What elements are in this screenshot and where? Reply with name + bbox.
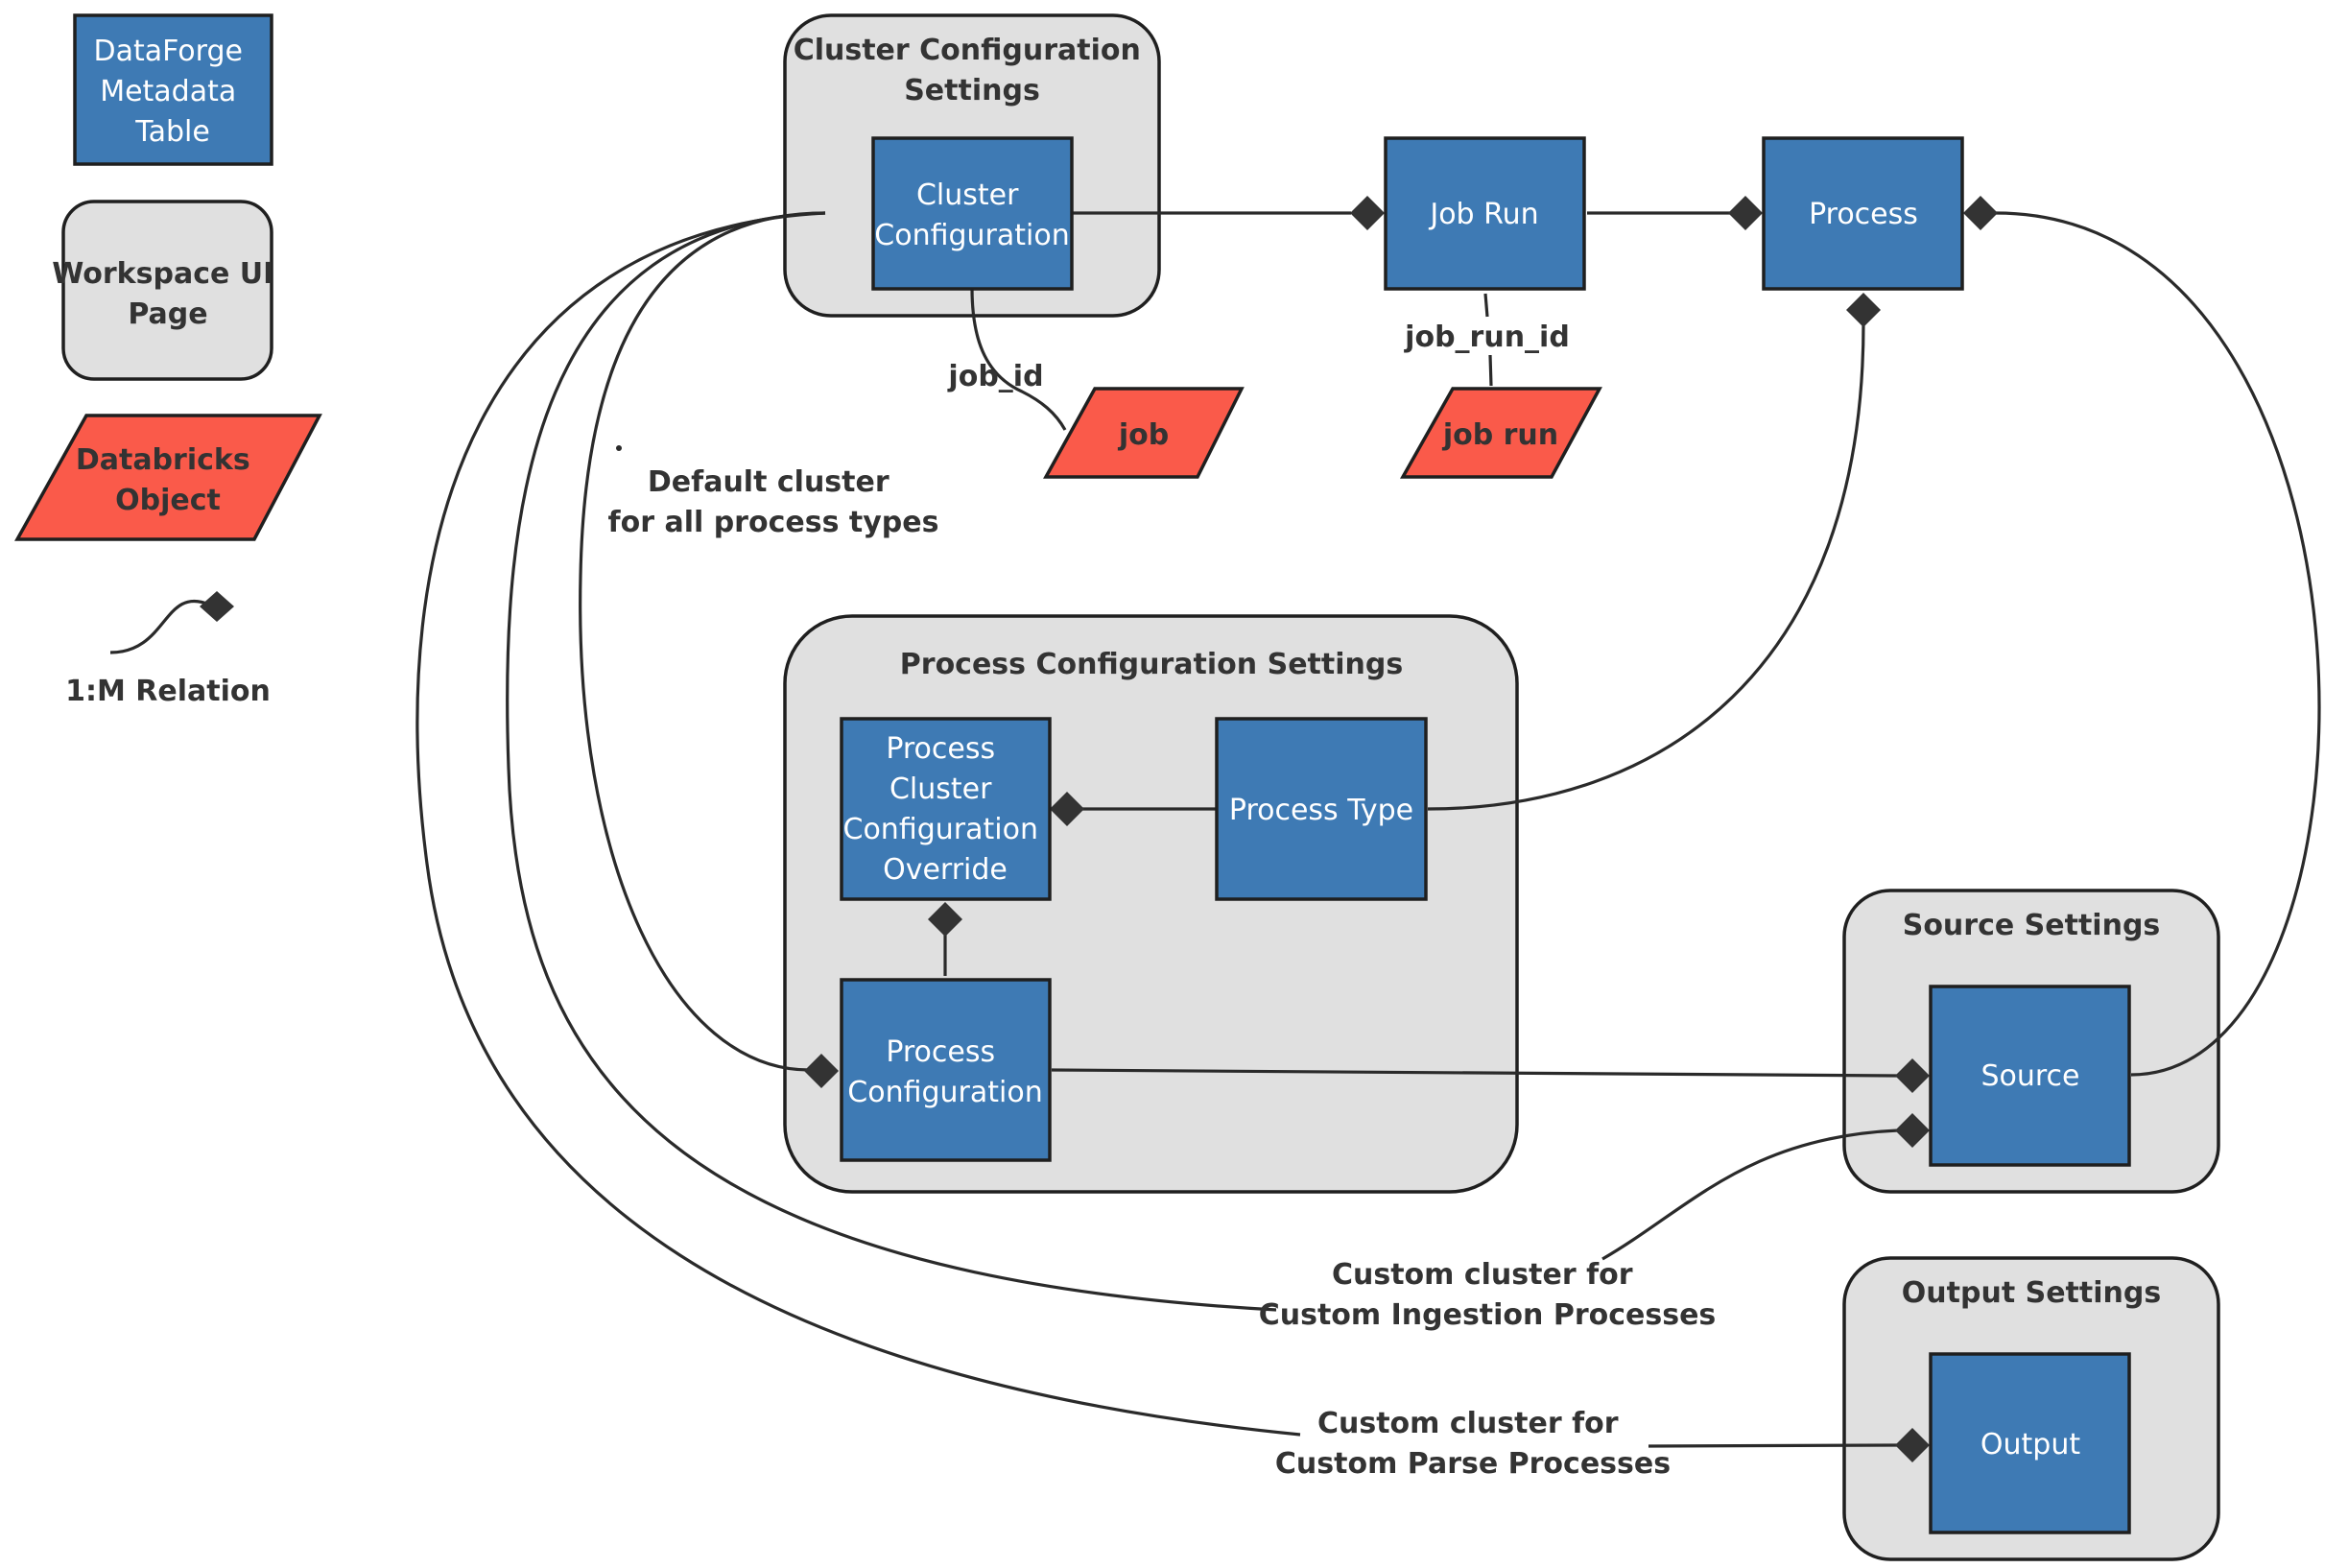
cluster-configuration-line-2: Configuration [874,219,1069,252]
custom-parse-line-2: Custom Parse Processes [1275,1447,1671,1481]
custom-ingestion-line-2: Custom Ingestion Processes [1259,1298,1717,1332]
diamond-process-bottom [1846,293,1881,327]
diamond-processconfig-left [804,1054,839,1088]
svg-text:Custom cluster for Custom: Custom cluster for Custom Parse Processe… [1275,1407,1671,1481]
job-run-label: Job Run [1428,198,1538,231]
legend-databricks-object-line-1: Databricks [76,443,250,477]
source-settings-title: Source Settings [1903,909,2161,942]
svg-text:Process Cluster Config: Process Cluster Configuration Override [843,732,1048,887]
job-id-label: job_id [947,360,1043,393]
diamond-process-right [1963,196,1998,230]
relation-custom-parse [415,211,1301,1437]
process-type-table[interactable] [1215,717,1428,901]
cluster-settings-title-line-1: Cluster Configuration [794,34,1141,67]
process-type-label: Process Type [1229,794,1413,827]
databricks-job-run-label: job run [1442,418,1558,452]
override-line-3: Configuration [843,813,1038,846]
process-configuration-line-2: Configuration [847,1076,1042,1109]
relation-processtype-process [1427,322,1865,811]
legend-databricks-object-line-2: Object [115,484,221,517]
default-cluster-line-2: for all process types [608,506,939,539]
relation-custom-parse-2 [1648,1443,1899,1448]
output-label: Output [1980,1428,2080,1461]
cluster-settings-title-line-2: Settings [904,74,1040,107]
process-configuration-line-1: Process [886,1035,995,1069]
cluster-configuration-table[interactable] [871,136,1074,291]
svg-text:Workspace UI Page: Workspace UI Page [52,257,284,331]
legend-workspace-page-line-2: Page [128,297,207,331]
diamond-source-left-1 [1895,1058,1930,1093]
svg-text:Cluster Configuration: Cluster Configuration [874,178,1069,252]
diamond-source-left-2 [1895,1113,1930,1148]
job-run-table[interactable] [1384,136,1586,291]
svg-text:Databricks Object: Databricks Object [76,443,260,517]
process-configuration-table[interactable] [840,978,1052,1162]
relation-jobrun-dbjobrun-2 [1488,354,1493,387]
legend-relation-line [109,599,210,654]
svg-text:Cluster Configuration Sett: Cluster Configuration Settings [794,34,1151,107]
legend-relation-label: 1:M Relation [65,675,271,708]
svg-text:Process Configuration: Process Configuration [847,1035,1042,1109]
relation-source-process [1995,211,2321,1077]
default-cluster-line-1: Default cluster [648,465,889,499]
override-line-2: Cluster [889,772,992,806]
legend-metadata-table-line-3: Table [134,115,210,149]
relation-custom-ingestion-2 [1601,1128,1899,1261]
databricks-job-label: job [1118,418,1169,452]
process-settings-title: Process Configuration Settings [900,648,1403,681]
override-line-4: Override [883,853,1008,887]
diamond-output-left [1895,1428,1930,1462]
legend: DataForge Metadata Table Workspace UI Pa… [14,13,322,708]
default-cluster-tick [616,445,622,451]
process-label: Process [1809,198,1918,231]
svg-text:DataForge Metadata: DataForge Metadata Table [93,35,251,149]
legend-metadata-table-line-2: Metadata [100,75,236,108]
diamond-process-left [1728,196,1763,230]
process-cluster-override-table[interactable] [840,717,1052,901]
process-table[interactable] [1762,136,1964,291]
legend-relation-diamond [200,591,234,622]
legend-metadata-table [73,13,273,166]
databricks-job-run[interactable] [1400,387,1602,479]
relation-default-cluster [579,211,826,1072]
custom-ingestion-line-1: Custom cluster for [1332,1258,1633,1292]
relation-custom-ingestion [506,211,1277,1312]
relation-diamonds [804,196,1998,1462]
relation-config-source [1051,1068,1899,1078]
svg-text:Custom cluster for Custom: Custom cluster for Custom Ingestion Proc… [1259,1258,1717,1332]
databricks-job[interactable] [1043,387,1245,479]
legend-databricks-object [14,414,322,541]
legend-workspace-page-line-1: Workspace UI [52,257,273,291]
legend-workspace-page [61,200,273,381]
output-settings-title: Output Settings [1902,1276,2161,1310]
source-table[interactable] [1929,985,2131,1167]
svg-text:Default cluster for all pr: Default cluster for all process types [608,465,939,539]
legend-metadata-table-line-1: DataForge [93,35,242,68]
diamond-override-right [1050,792,1084,826]
custom-parse-line-1: Custom cluster for [1317,1407,1619,1440]
relations [415,211,2321,1448]
relation-cluster-job [970,287,1067,431]
output-table[interactable] [1929,1352,2131,1534]
job-run-id-label: job_run_id [1404,321,1570,354]
diamond-override-bottom [928,902,962,937]
diamond-jobrun-left [1350,196,1385,230]
source-label: Source [1980,1059,2079,1093]
relation-jobrun-dbjobrun [1483,293,1489,318]
override-line-1: Process [886,732,995,766]
cluster-configuration-line-1: Cluster [916,178,1019,212]
